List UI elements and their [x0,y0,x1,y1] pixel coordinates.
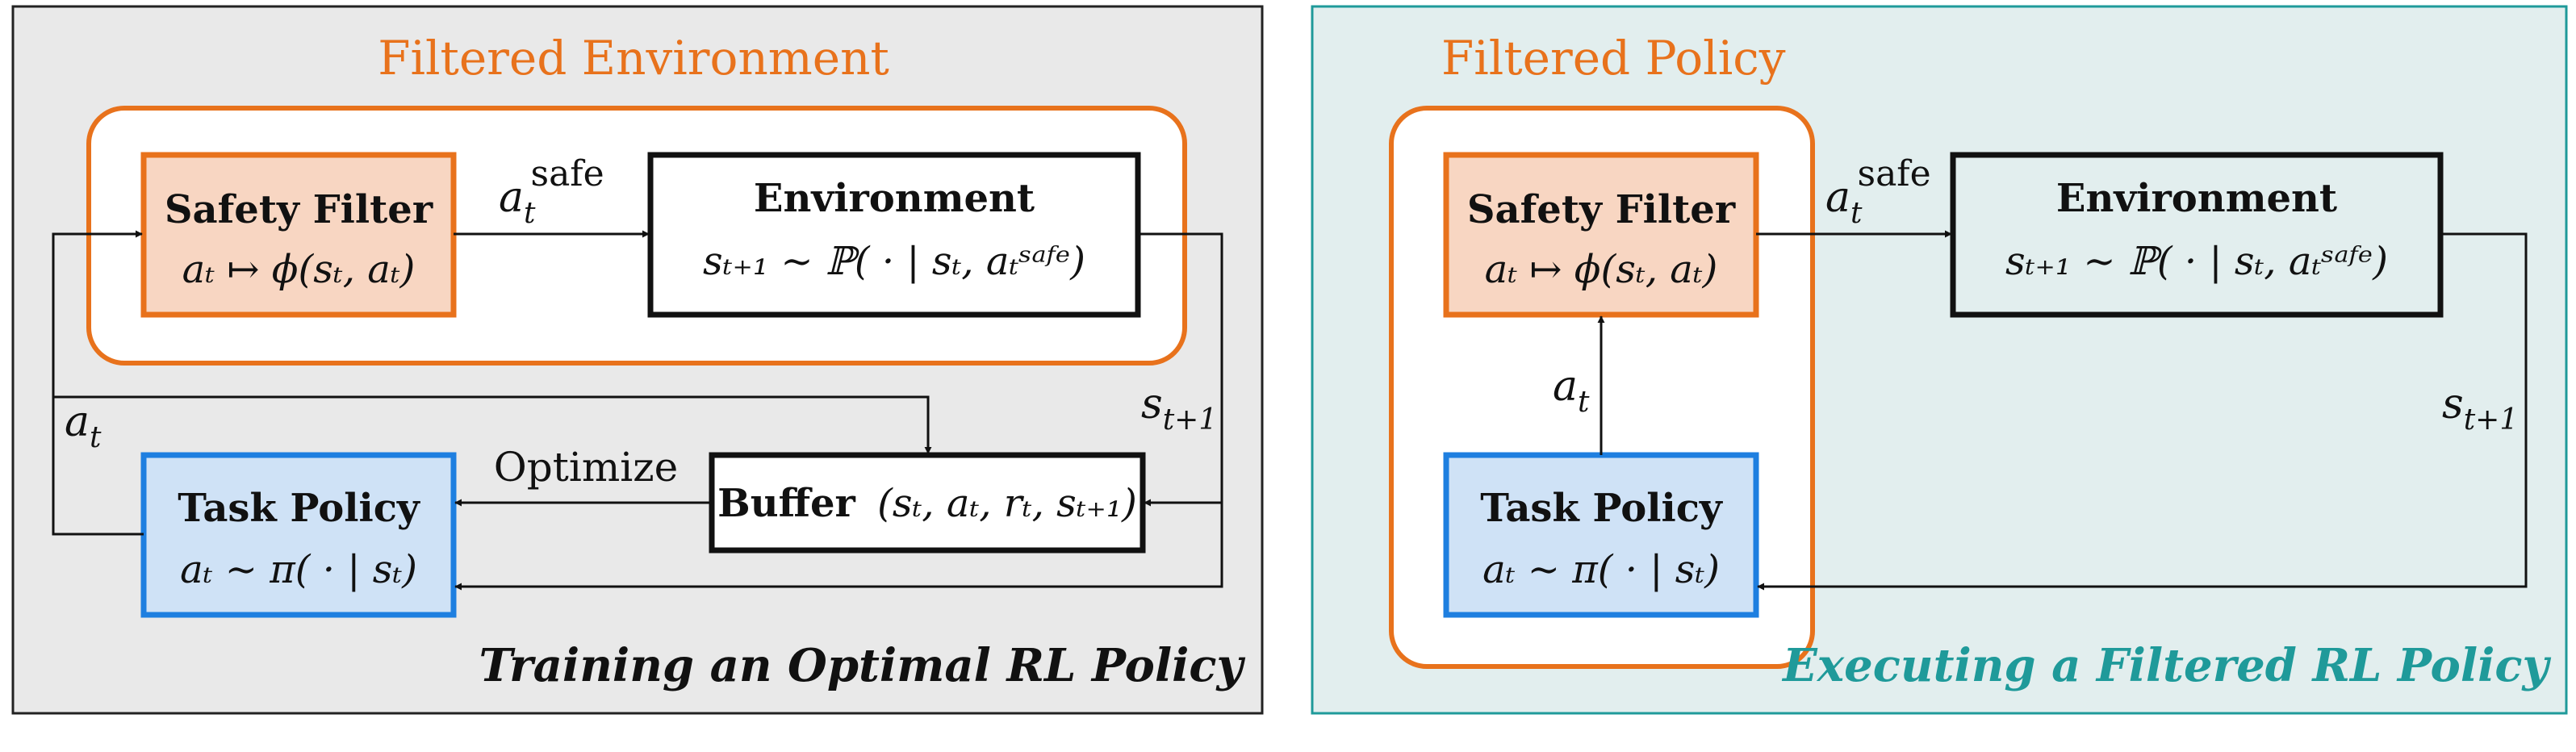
left-environment-formula: sₜ₊₁ ∼ ℙ( · | sₜ, aₜˢᵃᶠᵉ) [703,239,1085,284]
left-buffer-formula: (sₜ, aₜ, rₜ, sₜ₊₁) [877,481,1137,526]
right-arrow-environment-to-policy [1757,232,2528,591]
left-task-policy-formula: aₜ ∼ π( · | sₜ) [180,547,417,592]
left-caption: Training an Optimal RL Policy [479,639,1246,692]
left-arrow-environment-to-policy [454,503,1223,591]
left-buffer-title: Buffer [717,481,855,526]
right-safety-filter-title: Safety Filter [1467,187,1736,232]
left-arrow-policy-to-filter [52,230,144,536]
right-label-s-next: st+1 [2442,380,2518,437]
right-safety-filter-formula: aₜ ↦ ϕ(sₜ, aₜ) [1485,247,1718,292]
right-environment-box: Environment sₜ₊₁ ∼ ℙ( · | sₜ, aₜˢᵃᶠᵉ) [1950,152,2444,318]
left-arrow-action-to-buffer [53,395,932,454]
svg-text:Buffer (sₜ, aₜ, rₜ, sₜ: Buffer (sₜ, aₜ, rₜ, sₜ₊₁) [717,481,1137,526]
right-environment-formula: sₜ₊₁ ∼ ℙ( · | sₜ, aₜˢᵃᶠᵉ) [2005,239,2388,284]
right-group-title: Filtered Policy [1441,31,1786,86]
left-environment-box: Environment sₜ₊₁ ∼ ℙ( · | sₜ, aₜˢᵃᶠᵉ) [647,152,1141,318]
right-task-policy-formula: aₜ ∼ π( · | sₜ) [1482,547,1720,592]
left-safety-filter-box: Safety Filter aₜ ↦ ϕ(sₜ, aₜ) [140,152,457,318]
left-task-policy-title: Task Policy [178,486,421,531]
right-task-policy-title: Task Policy [1480,486,1724,531]
left-buffer-box: Buffer (sₜ, aₜ, rₜ, sₜ₊₁) [709,452,1146,554]
right-label-a-safe: atsafe [1825,153,1931,230]
left-group-title: Filtered Environment [378,31,889,86]
left-arrow-environment-to-buffer [1138,232,1223,507]
left-label-a-t: at [65,398,102,454]
left-label-a-safe: atsafe [499,153,604,230]
right-panel: Filtered Policy Safety Filter aₜ ↦ ϕ(sₜ,… [1311,5,2568,715]
right-safety-filter-box: Safety Filter aₜ ↦ ϕ(sₜ, aₜ) [1443,152,1759,318]
left-label-s-next: st+1 [1141,380,1217,437]
left-environment-title: Environment [754,176,1035,221]
right-caption: Executing a Filtered RL Policy [1781,639,2551,692]
left-safety-filter-title: Safety Filter [165,187,433,232]
right-label-a-t: at [1553,362,1590,419]
left-task-policy-box: Task Policy aₜ ∼ π( · | sₜ) [140,452,457,618]
right-task-policy-box: Task Policy aₜ ∼ π( · | sₜ) [1443,452,1759,618]
left-label-optimize: Optimize [494,444,678,491]
left-safety-filter-formula: aₜ ↦ ϕ(sₜ, aₜ) [182,247,416,292]
right-environment-title: Environment [2056,176,2337,221]
left-panel: Filtered Environment Safety Filter aₜ ↦ … [11,5,1264,715]
